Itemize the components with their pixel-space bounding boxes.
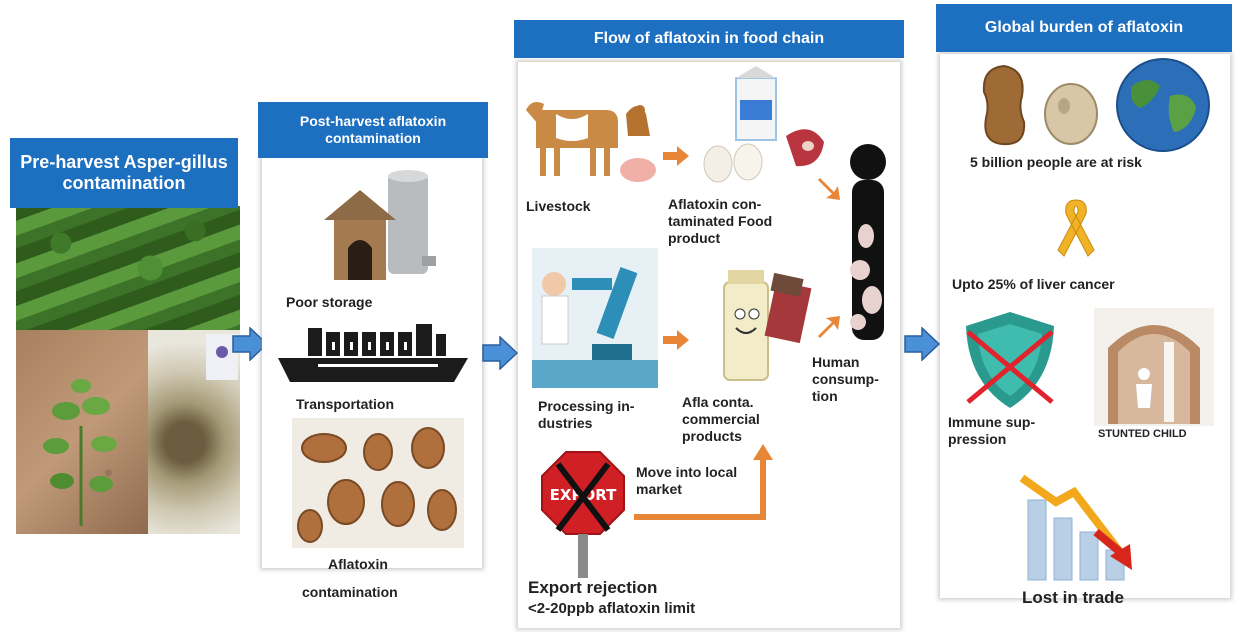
seedling-image [26,366,136,526]
foodchain-title-text: Flow of aflatoxin in food chain [594,30,824,48]
export-rejection-label: Export rejection [528,578,657,598]
trade-label: Lost in trade [1022,588,1124,608]
immune-label: Immune sup-pression [948,414,1068,448]
processing-label: Processing in-dustries [538,398,668,432]
risk-label: 5 billion people are at risk [970,154,1142,171]
cargo-ship-icon [278,322,468,386]
immune-shield-icon [962,310,1058,410]
contamination-label-1: Aflatoxin [328,556,388,573]
export-stop-sign-icon: EXPORT [540,450,626,580]
orange-arrow-icon [818,176,842,202]
commercial-label: Afla conta. commercial products [682,394,802,445]
global-title-text: Global burden of aflatoxin [985,19,1183,37]
contamination-label-2: contamination [302,584,398,601]
preharvest-title: Pre-harvest Asper-gillus contamination [10,138,238,208]
grain-icon [1040,78,1102,148]
human-body-icon [838,140,900,350]
storage-hut-icon [322,168,442,286]
preharvest-title-text: Pre-harvest Asper-gillus contamination [18,152,230,194]
livestock-image [526,90,658,190]
transport-label: Transportation [296,396,394,413]
global-title: Global burden of aflatoxin [936,4,1232,52]
livestock-label: Livestock [526,198,591,215]
human-label: Human consump-tion [812,354,902,405]
awareness-ribbon-icon [1056,196,1096,258]
market-connector-vertical [760,458,766,520]
crop-field-image [16,206,240,330]
factory-robot-image [532,248,658,388]
food-products-image [700,66,832,186]
stunted-label: STUNTED CHILD [1098,428,1187,441]
orange-arrow-icon [818,314,842,340]
peanut-icon [976,62,1032,148]
orange-arrow-icon [663,330,689,350]
arrow-right-icon [904,327,940,361]
orange-arrow-up-icon [753,444,773,460]
stunted-child-icon [1094,308,1214,426]
commercial-products-image [716,270,812,388]
globe-icon [1114,56,1212,154]
storage-label: Poor storage [286,294,372,311]
food-product-label: Aflatoxin con-taminated Food product [668,196,818,247]
market-connector-horizontal [634,514,766,520]
trade-loss-chart-icon [1016,470,1146,582]
local-market-label: Move into local market [636,464,752,498]
arrow-right-icon [482,336,518,370]
foodchain-title: Flow of aflatoxin in food chain [514,20,904,58]
aflatoxin-limit-label: <2-20ppb aflatoxin limit [528,600,695,617]
orange-arrow-icon [663,146,689,166]
postharvest-title-text: Post-harvest aflatoxin contamination [268,113,478,147]
cancer-label: Upto 25% of liver cancer [952,276,1115,293]
postharvest-title: Post-harvest aflatoxin contamination [258,102,488,158]
infected-grains-image [292,418,464,548]
